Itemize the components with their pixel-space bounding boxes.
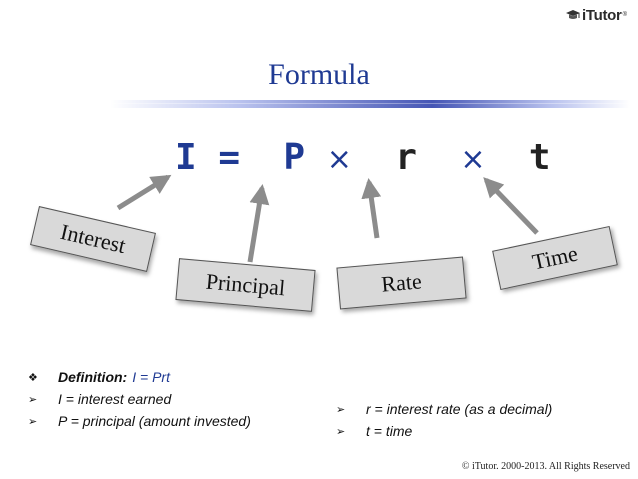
arrow-principal bbox=[247, 184, 270, 263]
definition-value: I = Prt bbox=[132, 369, 170, 385]
formula-p: P bbox=[283, 137, 306, 178]
list-item: ❖ Definition: I = Prt bbox=[28, 366, 251, 388]
arrow-time bbox=[483, 177, 539, 235]
title-underline bbox=[110, 100, 630, 108]
list-item: ➢ I = interest earned bbox=[28, 388, 251, 410]
formula-times-1: × bbox=[326, 142, 352, 177]
list-item: ➢ t = time bbox=[336, 420, 552, 442]
formula-times-2: × bbox=[460, 142, 486, 177]
list-item-text: r = interest rate (as a decimal) bbox=[366, 401, 553, 417]
page-title: Formula bbox=[268, 58, 370, 91]
arrow-bullet-icon: ➢ bbox=[28, 393, 38, 406]
definition-list-left: ❖ Definition: I = Prt ➢ I = interest ear… bbox=[28, 366, 251, 432]
arrow-interest bbox=[116, 174, 172, 211]
definition-list-right: ➢ r = interest rate (as a decimal) ➢ t =… bbox=[336, 398, 552, 442]
itutor-logo: iTutor® bbox=[565, 3, 627, 27]
formula-equals: = bbox=[218, 137, 241, 178]
graduation-cap-icon bbox=[566, 10, 580, 19]
definition-label: Definition: bbox=[58, 369, 128, 385]
formula: I = P × r × t bbox=[175, 138, 551, 178]
list-item-text: t = time bbox=[366, 423, 413, 439]
arrow-bullet-icon: ➢ bbox=[336, 425, 346, 438]
arrow-rate bbox=[361, 178, 382, 239]
arrow-bullet-icon: ➢ bbox=[336, 403, 346, 416]
list-item-text: I = interest earned bbox=[58, 391, 172, 407]
logo-brand: iTutor bbox=[582, 6, 622, 24]
diamond-bullet-icon: ❖ bbox=[28, 371, 38, 384]
list-item: ➢ r = interest rate (as a decimal) bbox=[336, 398, 552, 420]
logo-registered-mark: ® bbox=[622, 12, 627, 18]
formula-t: t bbox=[528, 137, 551, 178]
formula-r: r bbox=[395, 137, 417, 178]
formula-i: I bbox=[175, 137, 197, 178]
copyright-footer: © iTutor. 2000-2013. All Rights Reserved bbox=[461, 461, 630, 472]
list-item: ➢ P = principal (amount invested) bbox=[28, 410, 251, 432]
arrow-bullet-icon: ➢ bbox=[28, 415, 38, 428]
list-item-text: P = principal (amount invested) bbox=[58, 413, 251, 429]
